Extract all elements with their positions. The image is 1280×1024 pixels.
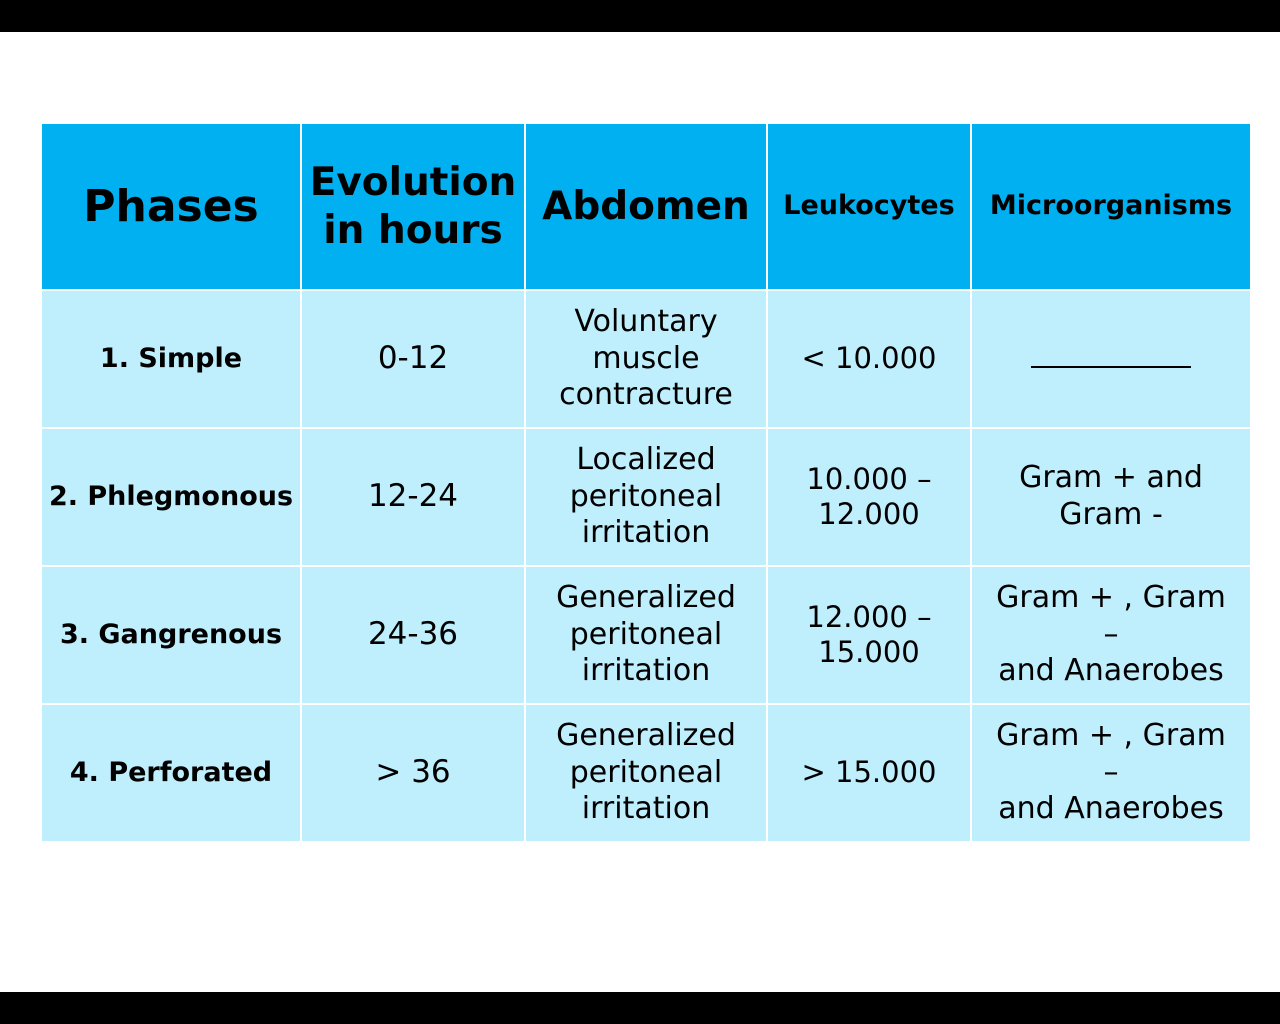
- table-row: 1. Simple 0-12 Voluntary muscle contract…: [40, 289, 1252, 429]
- header-abdomen: Abdomen: [524, 122, 768, 291]
- leukocytes-cell: 10.000 – 12.000: [766, 427, 972, 567]
- phase-cell: 4. Perforated: [40, 703, 302, 843]
- evolution-cell: 24-36: [300, 565, 526, 705]
- table-row: 2. Phlegmonous 12-24 Localized peritonea…: [40, 427, 1252, 567]
- table-header-row: Phases Evolution in hours Abdomen Leukoc…: [40, 122, 1252, 291]
- phase-cell: 3. Gangrenous: [40, 565, 302, 705]
- abdomen-cell: Generalized peritoneal irritation: [524, 703, 768, 843]
- phase-cell: 1. Simple: [40, 289, 302, 429]
- abdomen-cell: Localized peritoneal irritation: [524, 427, 768, 567]
- slide: Phases Evolution in hours Abdomen Leukoc…: [0, 32, 1280, 992]
- header-leukocytes: Leukocytes: [766, 122, 972, 291]
- header-evolution: Evolution in hours: [300, 122, 526, 291]
- evolution-cell: 12-24: [300, 427, 526, 567]
- leukocytes-cell: > 15.000: [766, 703, 972, 843]
- header-microorganisms: Microorganisms: [970, 122, 1252, 291]
- leukocytes-cell: < 10.000: [766, 289, 972, 429]
- evolution-cell: 0-12: [300, 289, 526, 429]
- table-row: 4. Perforated > 36 Generalized peritonea…: [40, 703, 1252, 843]
- leukocytes-cell: 12.000 – 15.000: [766, 565, 972, 705]
- abdomen-cell: Voluntary muscle contracture: [524, 289, 768, 429]
- microorganisms-cell: Gram + , Gram – and Anaerobes: [970, 703, 1252, 843]
- table-row: 3. Gangrenous 24-36 Generalized peritone…: [40, 565, 1252, 705]
- microorganisms-cell: [970, 289, 1252, 429]
- appendicitis-phases-table: Phases Evolution in hours Abdomen Leukoc…: [40, 122, 1252, 843]
- abdomen-cell: Generalized peritoneal irritation: [524, 565, 768, 705]
- header-phases: Phases: [40, 122, 302, 291]
- phase-cell: 2. Phlegmonous: [40, 427, 302, 567]
- microorganisms-cell: Gram + , Gram – and Anaerobes: [970, 565, 1252, 705]
- evolution-cell: > 36: [300, 703, 526, 843]
- blank-line: [1031, 365, 1191, 368]
- microorganisms-cell: Gram + and Gram -: [970, 427, 1252, 567]
